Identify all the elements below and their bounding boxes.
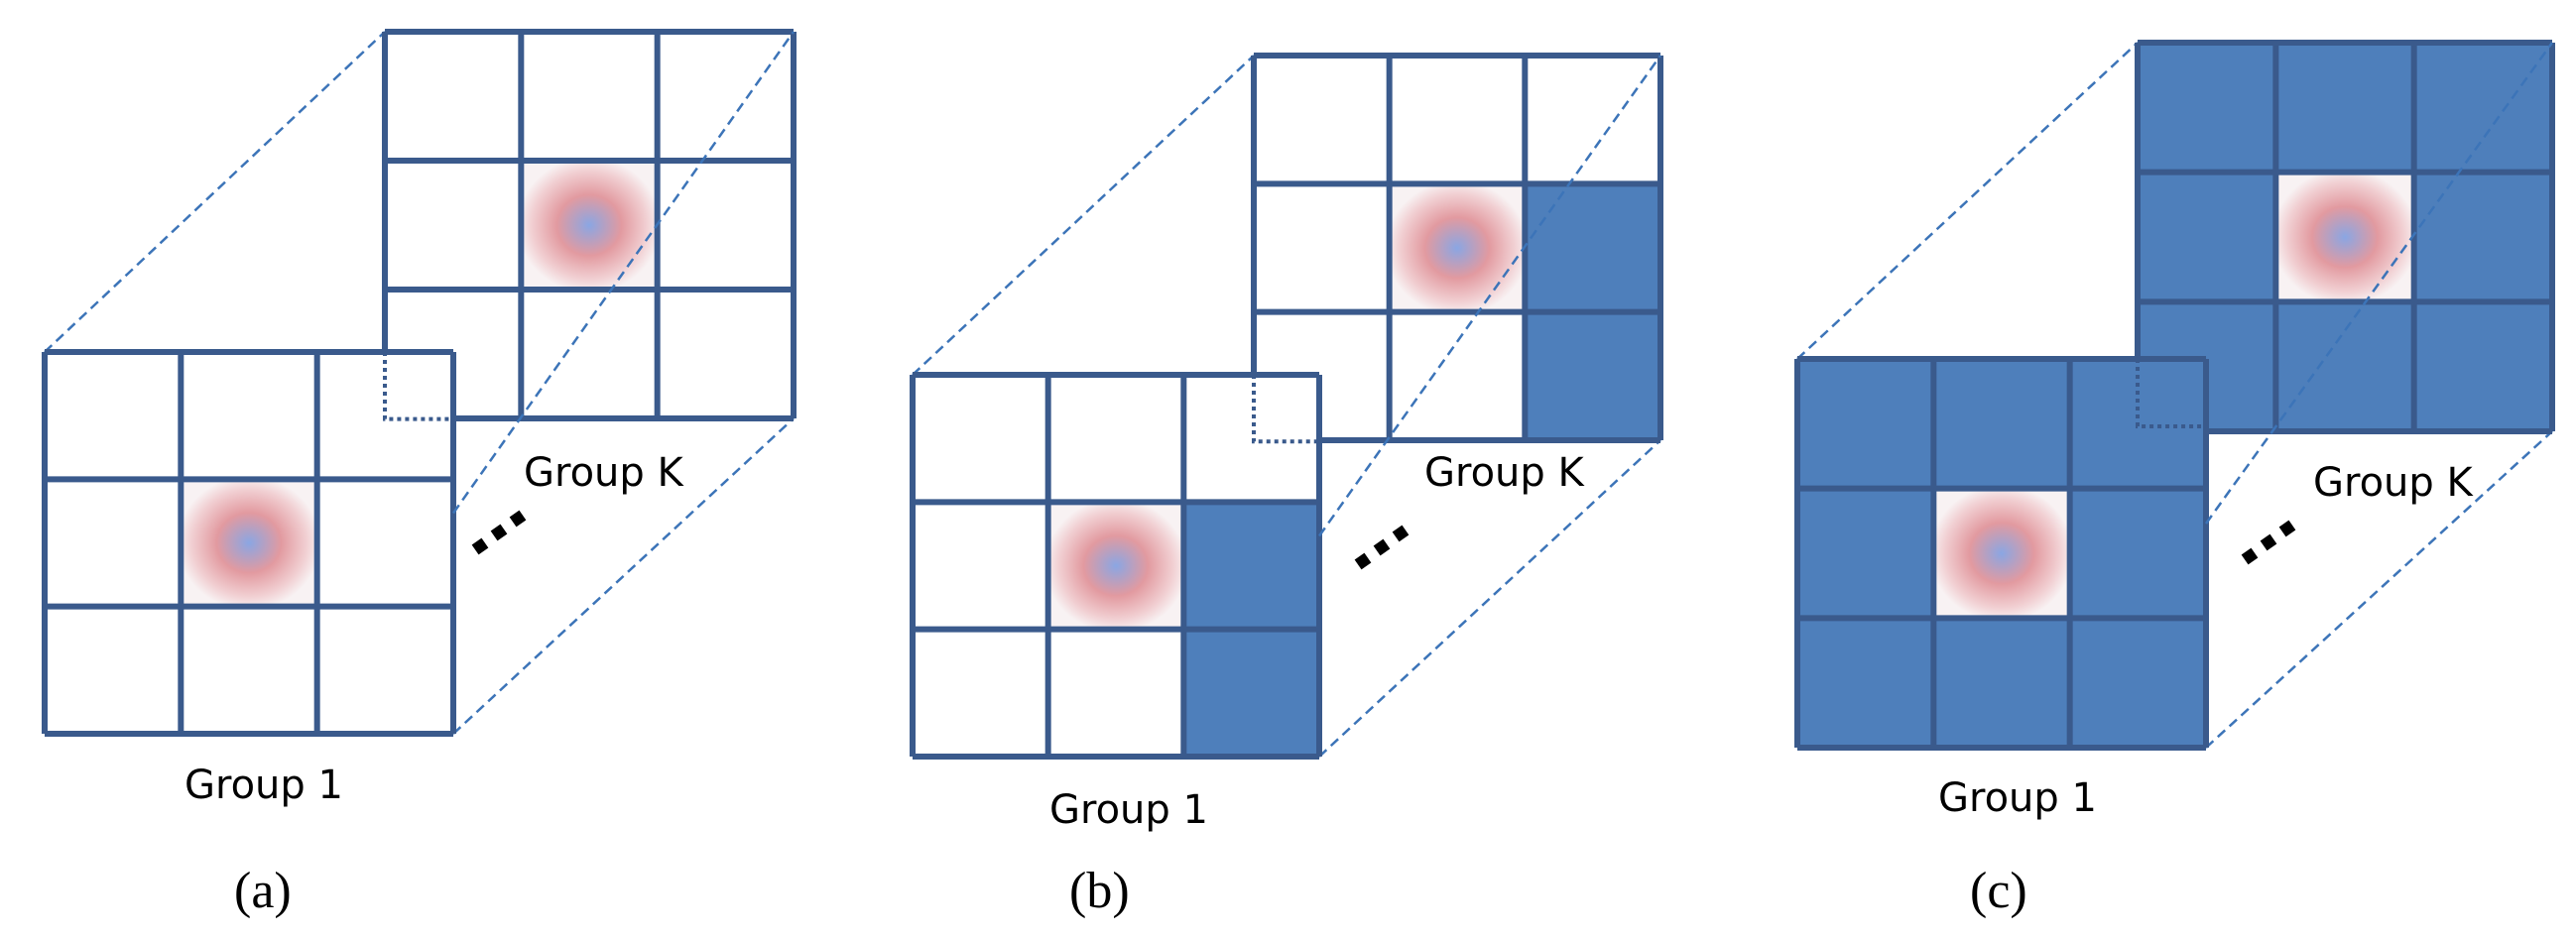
back-grid-cell-0-1 — [1389, 56, 1526, 184]
front-grid-cell-0-1 — [1047, 375, 1184, 503]
front-grid-cell-0-0 — [45, 352, 182, 480]
ellipsis-dot — [2260, 533, 2277, 551]
front-grid-kernel-center-cell — [184, 482, 314, 604]
front-grid-cell-0-1 — [1933, 359, 2070, 489]
panel-a-caption: (a) — [234, 863, 292, 919]
front-grid-kernel-center-cell — [1936, 491, 2067, 616]
front-grid-cell-1-0 — [45, 479, 182, 607]
panel-b: Group K Group 1 (b) — [910, 53, 1663, 919]
hidden-corner-edge — [383, 352, 453, 421]
back-grid-kernel-center-cell — [1392, 186, 1523, 309]
back-grid-cell-2-1 — [2275, 301, 2414, 431]
back-grid-cell-1-2 — [2413, 172, 2552, 302]
dashed-edge — [44, 31, 386, 353]
back-grid-cell-1-0 — [2138, 172, 2276, 302]
ellipsis-dot — [471, 537, 489, 555]
dashed-edge — [1796, 42, 2139, 360]
panel-a: Group K Group 1 (a) — [42, 29, 797, 919]
front-grid-cell-2-0 — [1797, 618, 1934, 748]
front-grid-cell-0-2 — [1183, 375, 1319, 503]
panel-c-back-label: Group K — [2313, 460, 2474, 506]
back-grid-cell-1-0 — [385, 161, 522, 290]
front-grid-kernel-center-cell — [1050, 505, 1181, 627]
ellipsis-dot — [1354, 552, 1372, 570]
panel-b-caption: (b) — [1069, 863, 1130, 919]
back-grid-kernel-center-cell — [2278, 175, 2411, 299]
back-grid-cell-0-2 — [657, 32, 794, 161]
panel-a-front-label: Group 1 — [184, 763, 343, 808]
back-grid-cell-0-0 — [2138, 43, 2276, 173]
panel-b-back-label: Group K — [1424, 450, 1585, 496]
front-grid-cell-2-2 — [2069, 618, 2206, 748]
back-grid-cell-1-2 — [657, 161, 794, 290]
front-grid-cell-2-0 — [913, 629, 1048, 757]
ellipsis-dot — [2278, 520, 2296, 537]
dashed-diagonal — [1317, 55, 1662, 537]
front-grid-cell-1-2 — [1183, 502, 1319, 630]
front-grid-cell-0-0 — [913, 375, 1048, 503]
panel-c-front-label: Group 1 — [1938, 775, 2097, 821]
panel-c-caption: (c) — [1970, 863, 2027, 919]
panel-a-back-label: Group K — [524, 450, 684, 496]
panel-c-diagram — [1794, 40, 2555, 751]
back-grid-cell-2-2 — [1525, 311, 1660, 440]
back-grid-cell-1-2 — [1525, 183, 1660, 312]
front-grid-cell-2-2 — [1183, 629, 1319, 757]
front-grid-cell-0-1 — [181, 352, 317, 480]
front-grid-cell-2-0 — [45, 606, 182, 734]
front-grid-cell-1-0 — [1797, 488, 1934, 619]
front-grid-cell-2-1 — [1047, 629, 1184, 757]
ellipsis-dot — [1373, 538, 1391, 556]
dashed-diagonal — [451, 31, 796, 515]
back-grid-cell-0-1 — [2275, 43, 2414, 173]
front-grid-cell-0-0 — [1797, 359, 1934, 489]
back-grid-cell-0-2 — [1525, 56, 1660, 184]
dashed-edge — [452, 417, 795, 735]
ellipsis-dot — [2241, 547, 2259, 565]
panel-a-diagram — [42, 29, 797, 737]
back-grid-cell-2-1 — [1389, 311, 1526, 440]
back-grid-cell-2-2 — [657, 290, 794, 418]
ellipsis-dot — [490, 524, 508, 541]
back-grid-cell-0-1 — [521, 32, 658, 161]
front-grid-cell-2-1 — [1933, 618, 2070, 748]
ellipsis-dot — [1392, 525, 1410, 542]
hidden-corner-edge — [1252, 375, 1319, 444]
front-grid-cell-2-2 — [316, 606, 453, 734]
back-grid-cell-0-2 — [2413, 43, 2552, 173]
dashed-edge — [1318, 439, 1661, 758]
front-grid-cell-1-2 — [316, 479, 453, 607]
front-grid-cell-1-2 — [2069, 488, 2206, 619]
dashed-edge — [912, 55, 1255, 376]
panel-b-diagram — [910, 53, 1663, 760]
back-grid-kernel-center-cell — [524, 164, 655, 287]
ellipsis-dot — [509, 510, 527, 528]
front-grid-cell-2-1 — [181, 606, 317, 734]
back-grid-cell-0-0 — [385, 32, 522, 161]
back-grid-cell-2-2 — [2413, 301, 2552, 431]
panel-b-front-label: Group 1 — [1049, 787, 1208, 833]
hidden-corner-edge — [2136, 359, 2206, 428]
back-grid-cell-0-0 — [1254, 56, 1390, 184]
dashed-diagonal — [2204, 42, 2554, 525]
panel-c: Group K Group 1 (c) — [1794, 40, 2555, 919]
front-grid-cell-1-0 — [913, 502, 1048, 630]
back-grid-cell-2-1 — [521, 290, 658, 418]
back-grid-cell-1-0 — [1254, 183, 1390, 312]
